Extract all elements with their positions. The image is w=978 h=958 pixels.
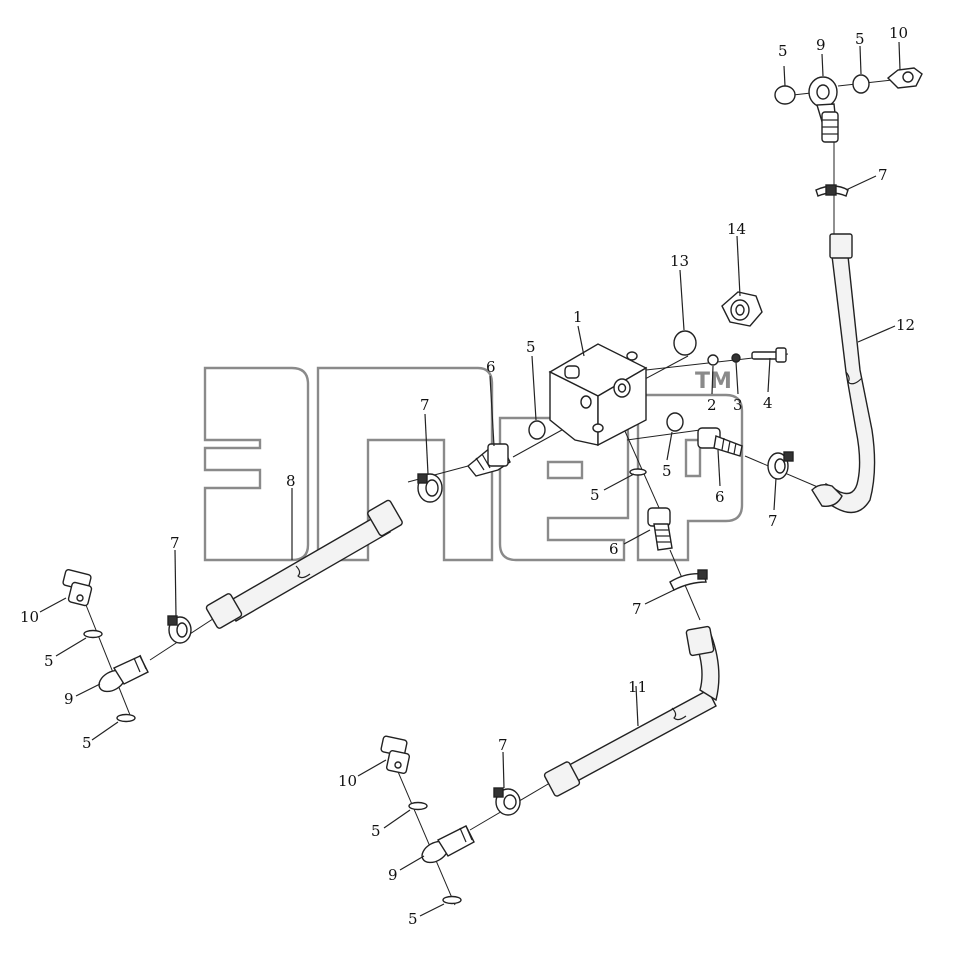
callout-5: 5	[408, 910, 418, 928]
callout-10: 10	[338, 772, 357, 790]
callout-10: 10	[20, 608, 39, 626]
callout-1: 1	[573, 308, 583, 326]
callout-5: 5	[44, 652, 54, 670]
callout-6: 6	[486, 358, 496, 376]
callout-5: 5	[82, 734, 92, 752]
callout-5: 5	[662, 462, 672, 480]
callout-5: 5	[778, 42, 788, 60]
hose-clamp-bottom-mid	[669, 569, 708, 591]
callout-13: 13	[670, 252, 689, 270]
washers	[83, 74, 870, 905]
hose-clamp-bottom-left	[493, 787, 521, 816]
callout-6: 6	[609, 540, 619, 558]
oring-5-block-right	[666, 412, 684, 432]
hose-clamp-top	[815, 184, 849, 197]
watermark-logo: TM	[203, 366, 744, 562]
callout-9: 9	[816, 36, 826, 54]
washer-5-top-right	[852, 74, 870, 94]
banjo-assembly-bottom	[380, 735, 475, 864]
callout-2: 2	[707, 396, 717, 414]
hose-8	[205, 499, 403, 629]
hose-12	[811, 233, 876, 514]
callout-3: 3	[733, 396, 743, 414]
assembly-axes	[77, 77, 911, 906]
banjo-assembly-left	[62, 569, 149, 693]
hose-11	[543, 625, 720, 797]
callout-5: 5	[590, 486, 600, 504]
washer-5-bottom-lower	[442, 895, 462, 905]
washer-5-block-bottom	[629, 468, 647, 476]
oring-13	[673, 330, 697, 356]
callout-12: 12	[896, 316, 915, 334]
fitting-6-left	[467, 443, 511, 477]
washer-5-bottom-upper	[408, 801, 428, 811]
washer-5-left-lower	[116, 713, 136, 723]
banjo-assembly-top	[808, 67, 923, 143]
leader-lines	[39, 41, 901, 917]
hose-clamp-right	[767, 451, 794, 480]
callout-7: 7	[878, 166, 888, 184]
watermark-trademark: TM	[695, 369, 732, 394]
callout-7: 7	[420, 396, 430, 414]
callout-7: 7	[170, 534, 180, 552]
callout-7: 7	[498, 736, 508, 754]
fitting-6-bottom	[647, 507, 673, 551]
callout-8: 8	[286, 472, 296, 490]
callout-9: 9	[388, 866, 398, 884]
fitting-6-right	[697, 427, 743, 457]
callout-7: 7	[632, 600, 642, 618]
distribution-block	[548, 343, 648, 447]
callout-11: 11	[628, 678, 647, 696]
callout-labels: 5 9 5 10 7 12 14 13 1 2 3 4 5 6 7 8 5 5 …	[20, 24, 915, 928]
washer-2	[707, 354, 719, 366]
hose-clamp-left-lower	[167, 615, 192, 644]
washer-5-top-left	[774, 85, 796, 105]
callout-6: 6	[715, 488, 725, 506]
callout-10: 10	[889, 24, 908, 42]
callout-5: 5	[371, 822, 381, 840]
hose-clamp-left-upper	[417, 473, 443, 503]
callout-7: 7	[768, 512, 778, 530]
callout-14: 14	[727, 220, 746, 238]
bolt-4	[751, 347, 787, 363]
callout-5: 5	[855, 30, 865, 48]
washer-3	[731, 353, 741, 363]
callout-9: 9	[64, 690, 74, 708]
callout-4: 4	[763, 394, 773, 412]
oring-5-block-left	[528, 420, 546, 440]
washer-5-left-upper	[83, 629, 103, 639]
callout-5: 5	[526, 338, 536, 356]
plug-14	[721, 291, 763, 327]
